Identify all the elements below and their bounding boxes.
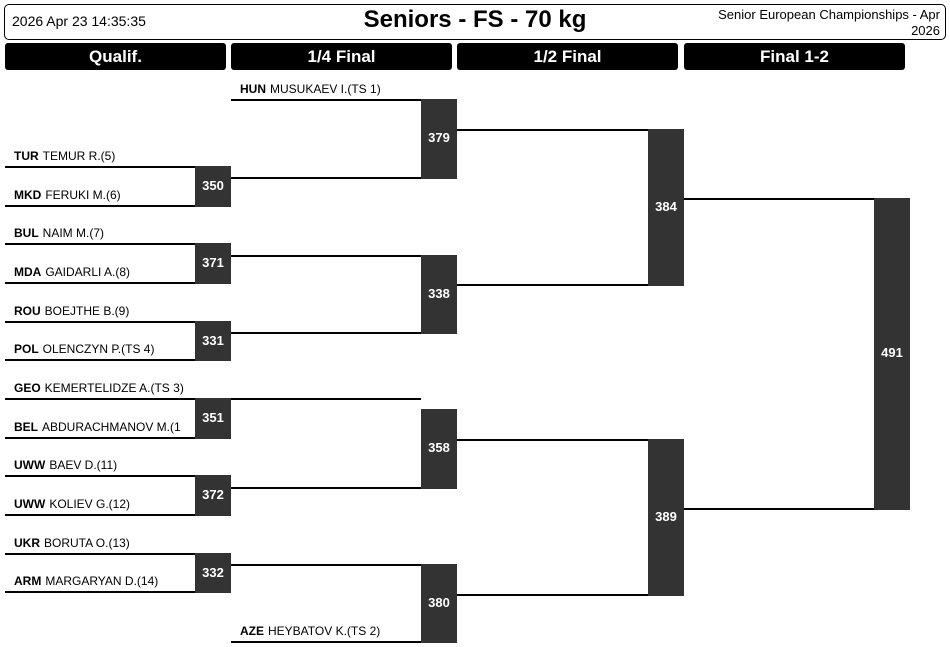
event-line-2: 2026 [911, 23, 940, 38]
line-mda [5, 282, 195, 284]
bout-338[interactable]: 338 [421, 255, 457, 334]
bout-351[interactable]: 351 [195, 398, 231, 439]
bout-332[interactable]: 332 [195, 553, 231, 593]
line-qf358-out [457, 439, 648, 441]
bout-380[interactable]: 380 [421, 564, 457, 643]
line-sf384-out [684, 198, 874, 200]
bout-372[interactable]: 372 [195, 475, 231, 516]
line-bul [5, 243, 195, 245]
line-rou [5, 321, 195, 323]
line-q350-out [231, 177, 421, 179]
round-header-semifinal: 1/2 Final [457, 43, 678, 70]
page-title: Seniors - FS - 70 kg [363, 6, 587, 33]
bout-358[interactable]: 358 [421, 409, 457, 489]
line-uww-baev [5, 475, 195, 477]
bout-389[interactable]: 389 [648, 439, 684, 596]
line-qf338-out [457, 284, 648, 286]
line-sf389-out [684, 508, 874, 510]
line-ukr [5, 553, 195, 555]
round-header-qualif: Qualif. [5, 43, 226, 70]
bout-371[interactable]: 371 [195, 243, 231, 284]
bout-350[interactable]: 350 [195, 166, 231, 207]
event-line-1: Senior European Championships - Apr [718, 7, 940, 22]
line-pol [5, 359, 195, 361]
event-name: Senior European Championships - Apr 2026 [690, 7, 940, 39]
line-qf380-out [457, 594, 648, 596]
line-arm [5, 591, 195, 593]
bout-331[interactable]: 331 [195, 321, 231, 361]
round-header-final: Final 1-2 [684, 43, 905, 70]
line-q351-q372-out [231, 487, 421, 489]
line-hun [231, 99, 421, 101]
title-bar: 2026 Apr 23 14:35:35 Seniors - FS - 70 k… [4, 4, 946, 40]
line-q332-out [231, 564, 421, 566]
line-q371-out [231, 255, 421, 257]
line-q331-out [231, 332, 421, 334]
bout-379[interactable]: 379 [421, 99, 457, 179]
line-bel [5, 437, 195, 439]
line-uww-koliev [5, 514, 195, 516]
bout-384[interactable]: 384 [648, 129, 684, 286]
timestamp: 2026 Apr 23 14:35:35 [12, 13, 146, 29]
line-mkd [5, 205, 195, 207]
round-header-quarterfinal: 1/4 Final [231, 43, 452, 70]
line-qf379-out [457, 129, 648, 131]
bout-491[interactable]: 491 [874, 198, 910, 510]
line-aze [231, 641, 421, 643]
line-tur [5, 166, 195, 168]
